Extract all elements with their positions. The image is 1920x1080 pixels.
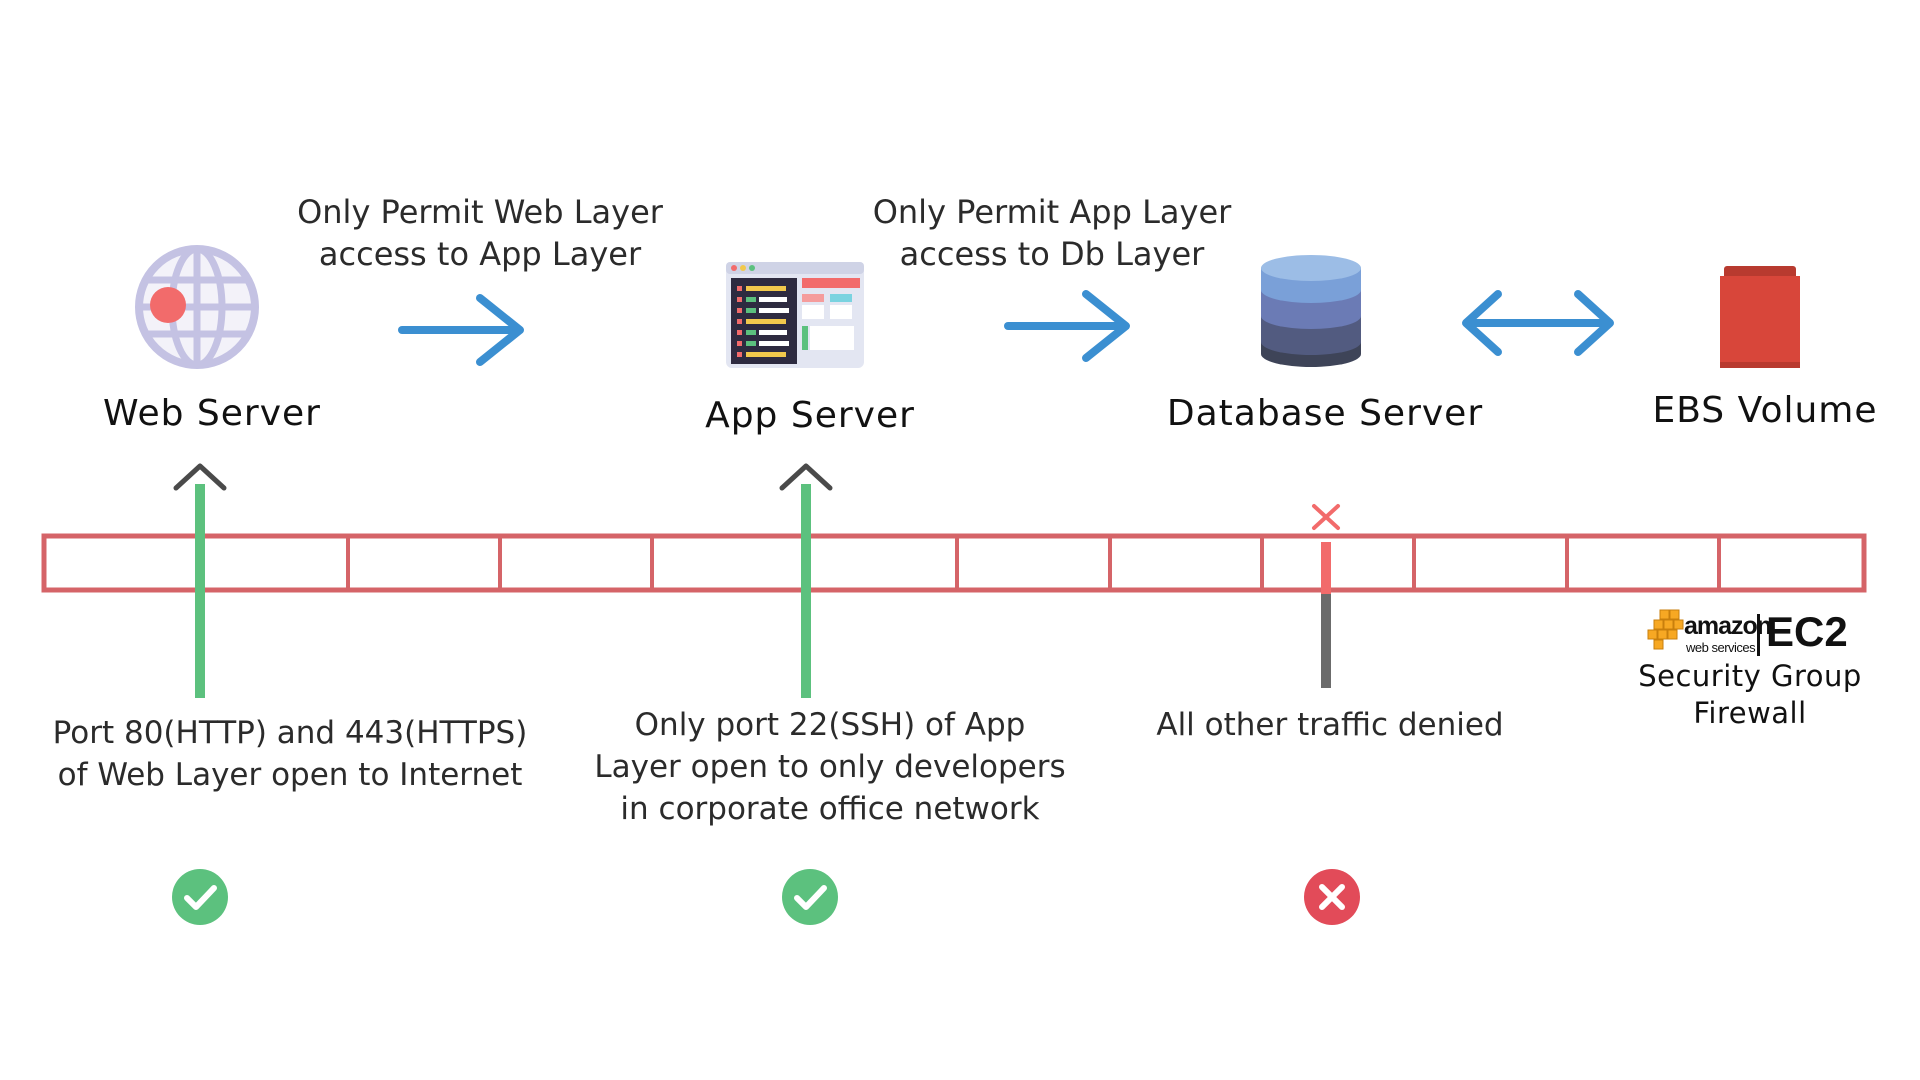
aws-brand-sub: web services	[1686, 640, 1756, 655]
rule-line: access to App Layer	[318, 235, 642, 273]
caption-line: Only port 22(SSH) of App	[634, 707, 1026, 743]
database-icon	[1261, 255, 1361, 367]
storage-block-icon	[1720, 266, 1800, 368]
arrow-right-icon	[1004, 290, 1130, 362]
app-server-label: App Server	[705, 395, 915, 436]
rule-line: Only Permit App Layer	[872, 193, 1232, 231]
caption-line: in corporate office network	[620, 791, 1040, 827]
caption-line: Port 80(HTTP) and 443(HTTPS)	[52, 715, 528, 751]
check-circle-icon	[782, 869, 838, 925]
security-group-line: Firewall	[1693, 696, 1807, 730]
brand-divider	[1757, 614, 1760, 656]
x-circle-icon	[1304, 869, 1360, 925]
caption-line: All other traffic denied	[1156, 707, 1504, 743]
rule-line: access to Db Layer	[899, 235, 1205, 273]
bidirectional-arrow-icon	[1462, 290, 1614, 356]
ec2-label: EC2	[1766, 608, 1848, 655]
caption-line: Layer open to only developers	[594, 749, 1066, 785]
app-to-db-rule: Only Permit App Layer access to Db Layer	[852, 191, 1252, 275]
aws-logo	[1647, 609, 1684, 650]
firewall-bar	[41, 533, 1867, 593]
rule-line: Only Permit Web Layer	[297, 193, 663, 231]
globe-icon	[135, 245, 259, 369]
web-caption: Port 80(HTTP) and 443(HTTPS) of Web Laye…	[30, 712, 550, 796]
app-allowed-flow-line	[779, 463, 833, 698]
app-caption: Only port 22(SSH) of App Layer open to o…	[580, 704, 1080, 830]
database-server-label: Database Server	[1166, 393, 1484, 434]
code-window-icon	[726, 262, 864, 368]
web-to-app-rule: Only Permit Web Layer access to App Laye…	[280, 191, 680, 275]
arrow-right-icon	[398, 294, 524, 366]
security-group-line: Security Group	[1638, 659, 1862, 693]
check-circle-icon	[172, 869, 228, 925]
caption-line: of Web Layer open to Internet	[57, 757, 523, 793]
blocked-flow-line	[1312, 504, 1340, 688]
security-group-title: Security Group Firewall	[1620, 658, 1880, 732]
web-allowed-flow-line	[173, 463, 227, 698]
ebs-volume-label: EBS Volume	[1652, 390, 1878, 431]
denied-caption: All other traffic denied	[1130, 704, 1530, 746]
web-server-label: Web Server	[103, 393, 321, 434]
